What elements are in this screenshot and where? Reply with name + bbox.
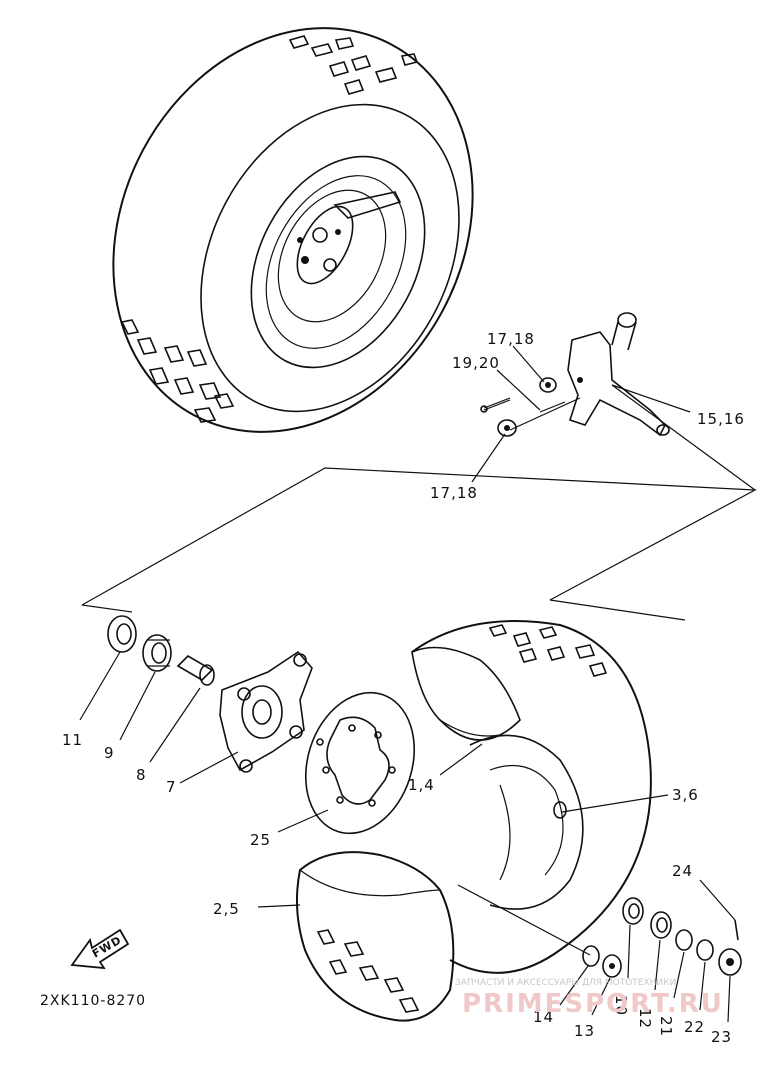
oil-seal-11 [107, 615, 137, 653]
bearing-9 [142, 634, 172, 672]
fwd-arrow-icon: FWD [70, 928, 130, 970]
callout-12: 12 [636, 1008, 654, 1029]
callout-21: 21 [657, 1016, 675, 1037]
steering-knuckle [567, 312, 670, 437]
callout-14: 14 [533, 1008, 554, 1026]
callout-11: 11 [62, 731, 83, 749]
hub-knuckle-assembled [296, 191, 402, 285]
leader-lines [79, 345, 736, 1023]
callout-labels: 17,18 19,20 15,16 17,18 11 9 8 7 1,4 3,6… [62, 330, 745, 1046]
wheel-hub-7 [219, 650, 313, 773]
assembled-wheel [112, 27, 474, 433]
callout-8: 8 [136, 766, 147, 784]
axle-small-parts [582, 897, 742, 978]
exploded-view-outline [81, 384, 758, 621]
exploded-wheel [295, 620, 652, 1022]
watermark-line1: ЗАПЧАСТИ И АКСЕССУАРЫ ДЛЯ МОТОТЕХНИКИ [455, 978, 676, 988]
tread-blocks-top [120, 35, 419, 423]
spacer-8 [176, 654, 215, 686]
callout-7: 7 [166, 778, 177, 796]
callout-25: 25 [250, 831, 271, 849]
brake-disc-25 [304, 691, 416, 835]
callout-10: 10 [612, 995, 630, 1016]
callout-2-5: 2,5 [213, 900, 240, 918]
knuckle-nuts-pins [480, 377, 566, 437]
watermark-line2: PRIMESPORT.RU [462, 989, 724, 1019]
callout-1-4: 1,4 [408, 776, 435, 794]
callout-17-18-bot: 17,18 [430, 484, 478, 502]
callout-3-6: 3,6 [672, 786, 699, 804]
callout-9: 9 [104, 744, 115, 762]
callout-13: 13 [574, 1022, 595, 1040]
watermark: ЗАПЧАСТИ И АКСЕССУАРЫ ДЛЯ МОТОТЕХНИКИ PR… [455, 978, 724, 1019]
callout-15-16: 15,16 [697, 410, 745, 428]
diagram-code: 2XK110-8270 [40, 993, 146, 1009]
callout-22: 22 [684, 1018, 705, 1036]
callout-24: 24 [672, 862, 693, 880]
callout-23: 23 [711, 1028, 732, 1046]
callout-17-18-top: 17,18 [487, 330, 535, 348]
callout-19-20: 19,20 [452, 354, 500, 372]
